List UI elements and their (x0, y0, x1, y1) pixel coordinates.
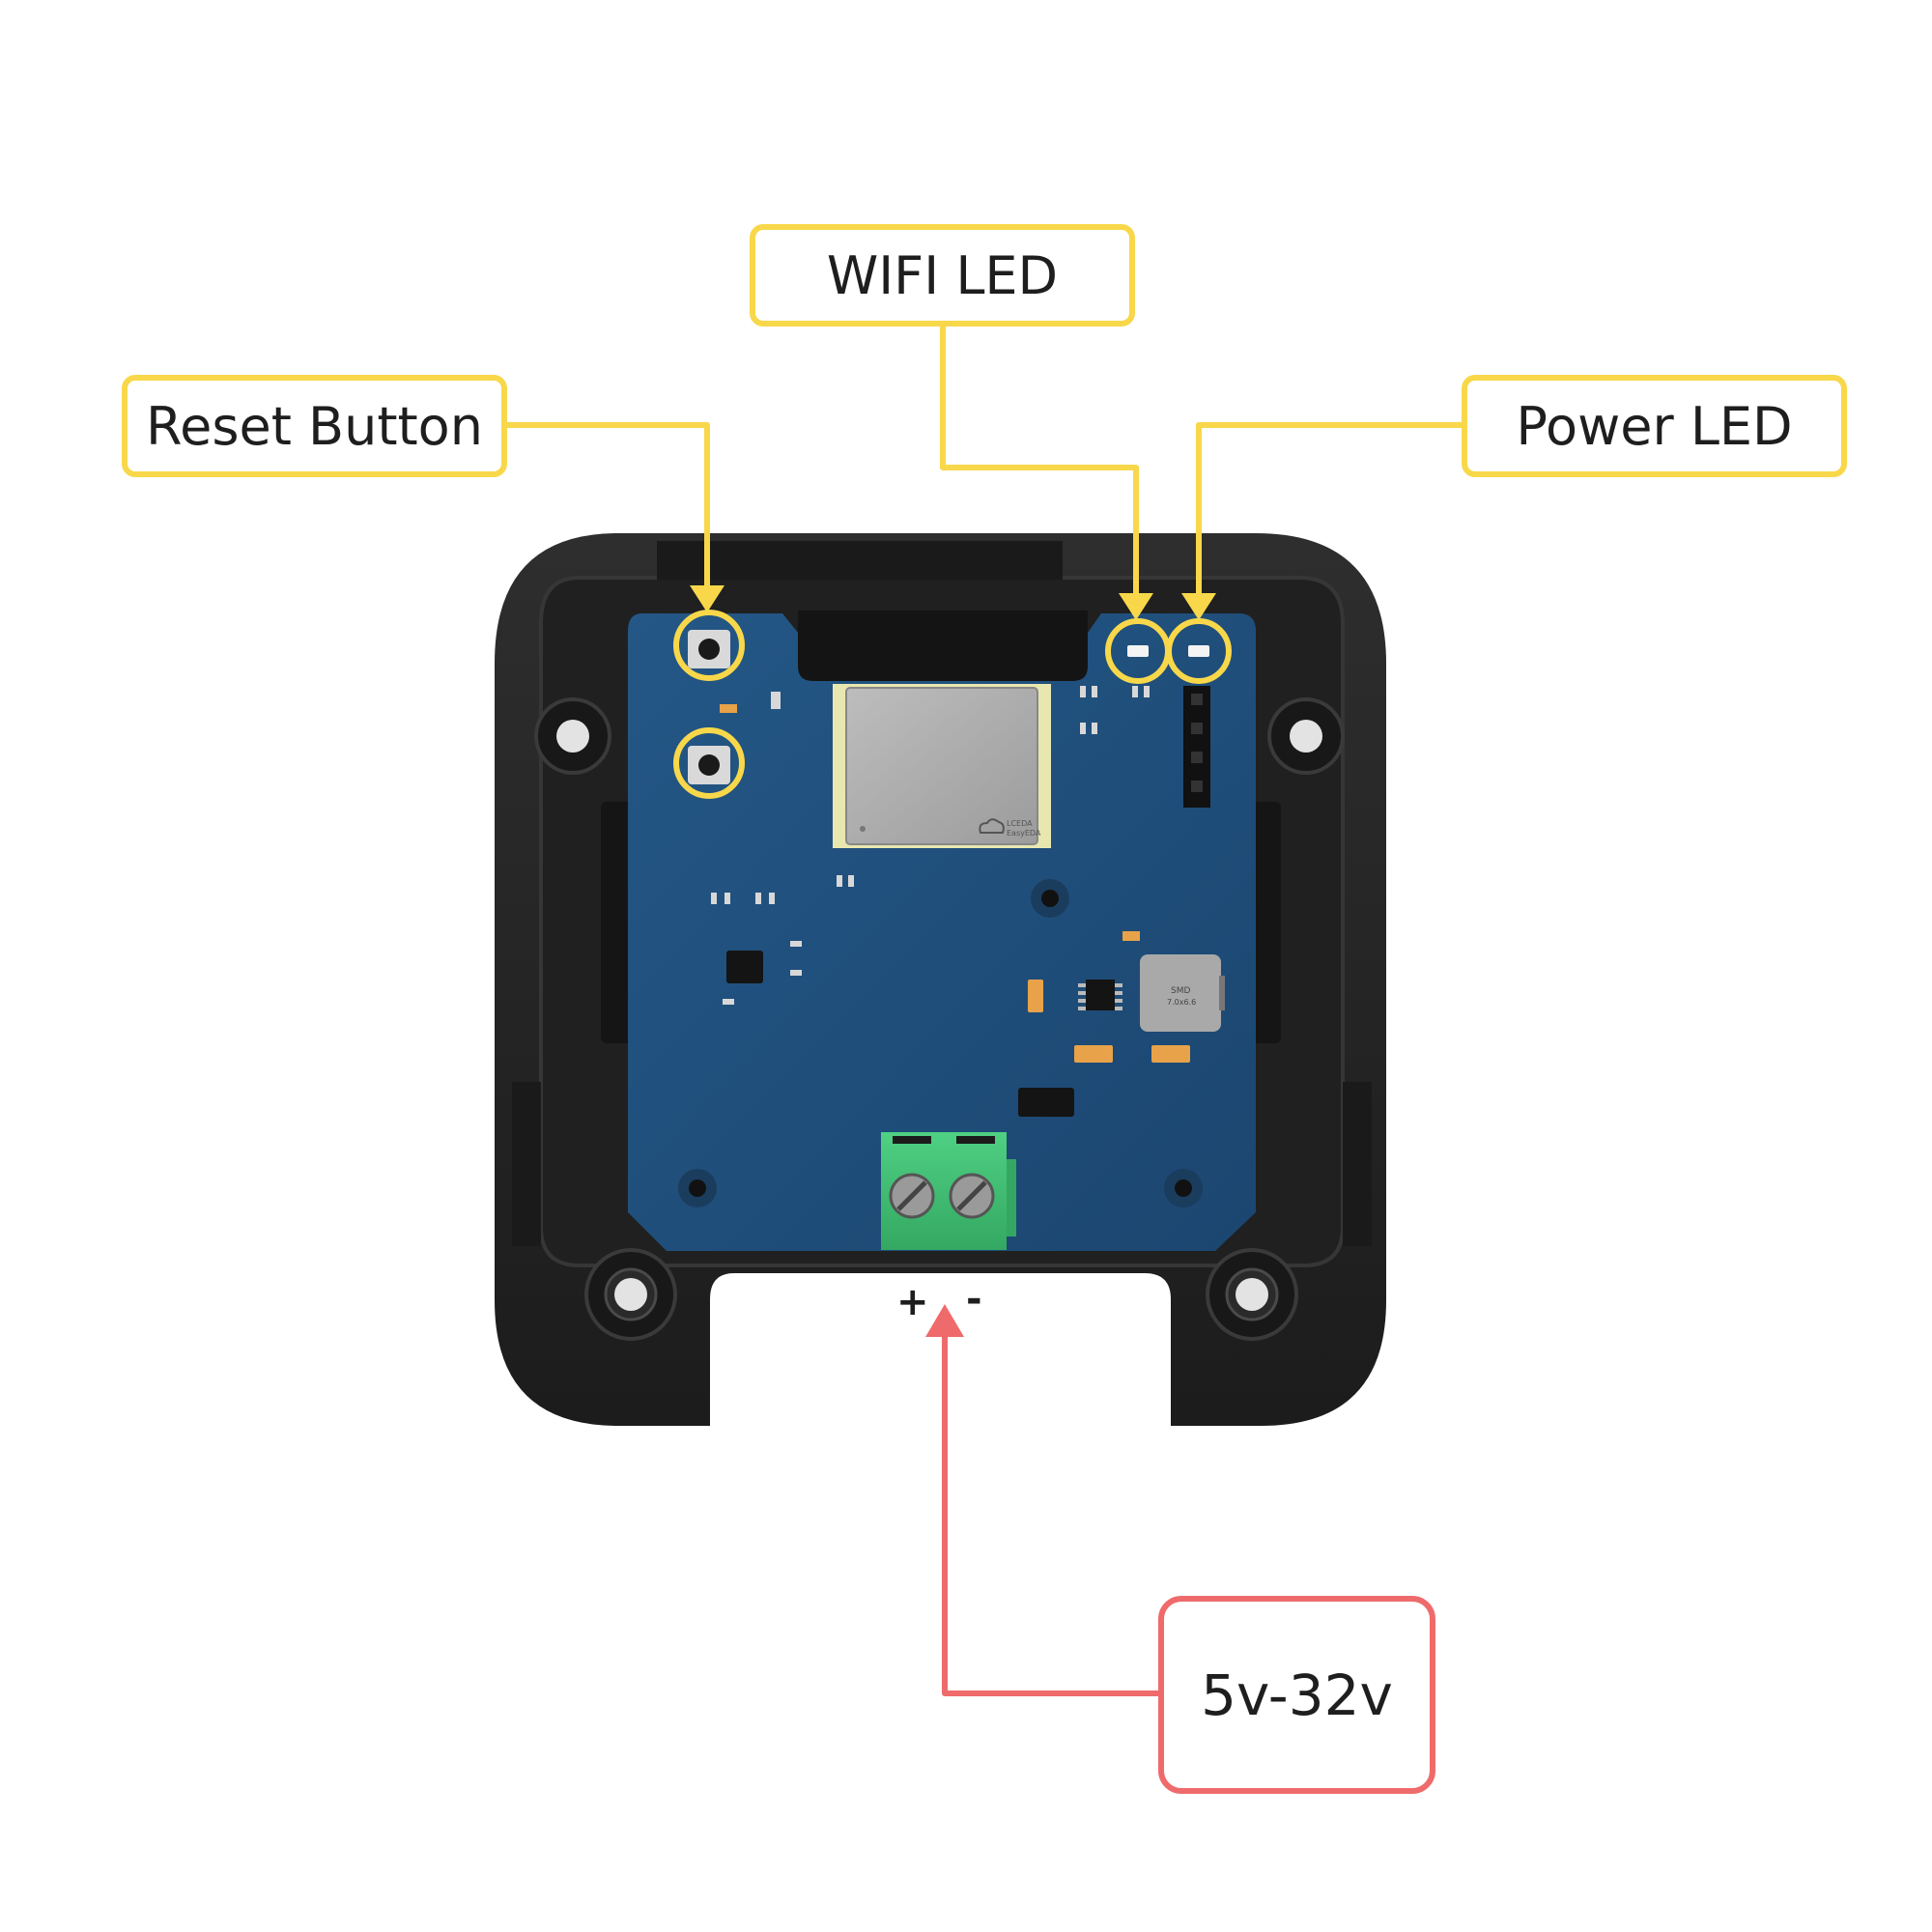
wifi-module: LCEDA EasyEDA (833, 684, 1051, 848)
wifi-led-label: WIFI LED (826, 244, 1059, 306)
leader-lines (505, 325, 1463, 1696)
mounting-hole-top-left (534, 697, 611, 775)
smd-resistors (711, 686, 1150, 1005)
enclosure-left-step (512, 1082, 541, 1246)
pcb-hole-right (1164, 1169, 1203, 1208)
diode (1018, 1088, 1074, 1117)
inductor-marking-line2: 7.0x6.6 (1167, 998, 1196, 1007)
reset-button-label: Reset Button (146, 395, 483, 457)
reset-button[interactable] (688, 630, 730, 668)
ic-sop8 (1078, 980, 1122, 1010)
voltage-label: 5v-32v (1201, 1662, 1393, 1728)
chip-marking-line1: LCEDA (1007, 819, 1033, 828)
wifi-led-leader (940, 325, 1139, 599)
voltage-arrowhead-icon (925, 1304, 964, 1337)
reset-button-callout: Reset Button (122, 375, 507, 477)
wifi-led-callout: WIFI LED (750, 224, 1135, 327)
power-arrowhead-icon (1181, 593, 1216, 620)
voltage-leader (942, 1331, 1161, 1696)
boot-button-highlight (673, 727, 745, 799)
highlight-circles (673, 610, 1232, 799)
arrowheads (690, 585, 1216, 1337)
mounting-hole-bottom-right (1206, 1248, 1298, 1341)
inductor: SMD 7.0x6.6 (1140, 954, 1225, 1032)
power-led-label: Power LED (1516, 395, 1793, 457)
reset-arrowhead-icon (690, 585, 724, 612)
terminal-plus-label: + (896, 1280, 929, 1324)
power-led (1188, 645, 1209, 657)
pcb-board (628, 613, 1256, 1251)
pcb: LCEDA EasyEDA (628, 611, 1256, 1251)
power-led-callout: Power LED (1462, 375, 1847, 477)
pin-header (1183, 686, 1210, 808)
enclosure-left-rail (601, 802, 634, 1043)
enclosure-right-step (1343, 1082, 1372, 1246)
pcb-hole-center (1031, 879, 1069, 918)
mounting-hole-bottom-left (584, 1248, 677, 1341)
power-led-highlight (1166, 618, 1232, 684)
wifi-arrowhead-icon (1119, 593, 1153, 620)
chip-marking-line2: EasyEDA (1007, 829, 1041, 838)
ic-chip (726, 951, 763, 983)
pcb-hole-left (678, 1169, 717, 1208)
pin1-marker (860, 826, 866, 832)
enclosure-top-notch (657, 541, 1063, 580)
power-led-leader (1196, 422, 1463, 599)
cloud-logo-icon (979, 818, 1005, 834)
enclosure-right-rail (1248, 802, 1281, 1043)
mounting-hole-top-right (1267, 697, 1345, 775)
screw-icon (889, 1173, 935, 1219)
screw-icon (949, 1173, 995, 1219)
antenna-block (798, 611, 1088, 681)
reset-button-highlight (673, 610, 745, 681)
reset-button-leader (505, 422, 710, 591)
inductor-marking-line1: SMD (1171, 986, 1190, 996)
wifi-led (1127, 645, 1149, 657)
voltage-callout: 5v-32v (1158, 1596, 1435, 1794)
terminal-minus-label: - (966, 1277, 982, 1321)
boot-button[interactable] (688, 746, 730, 784)
capacitors (720, 704, 1190, 1063)
screw-terminal (881, 1132, 1016, 1250)
